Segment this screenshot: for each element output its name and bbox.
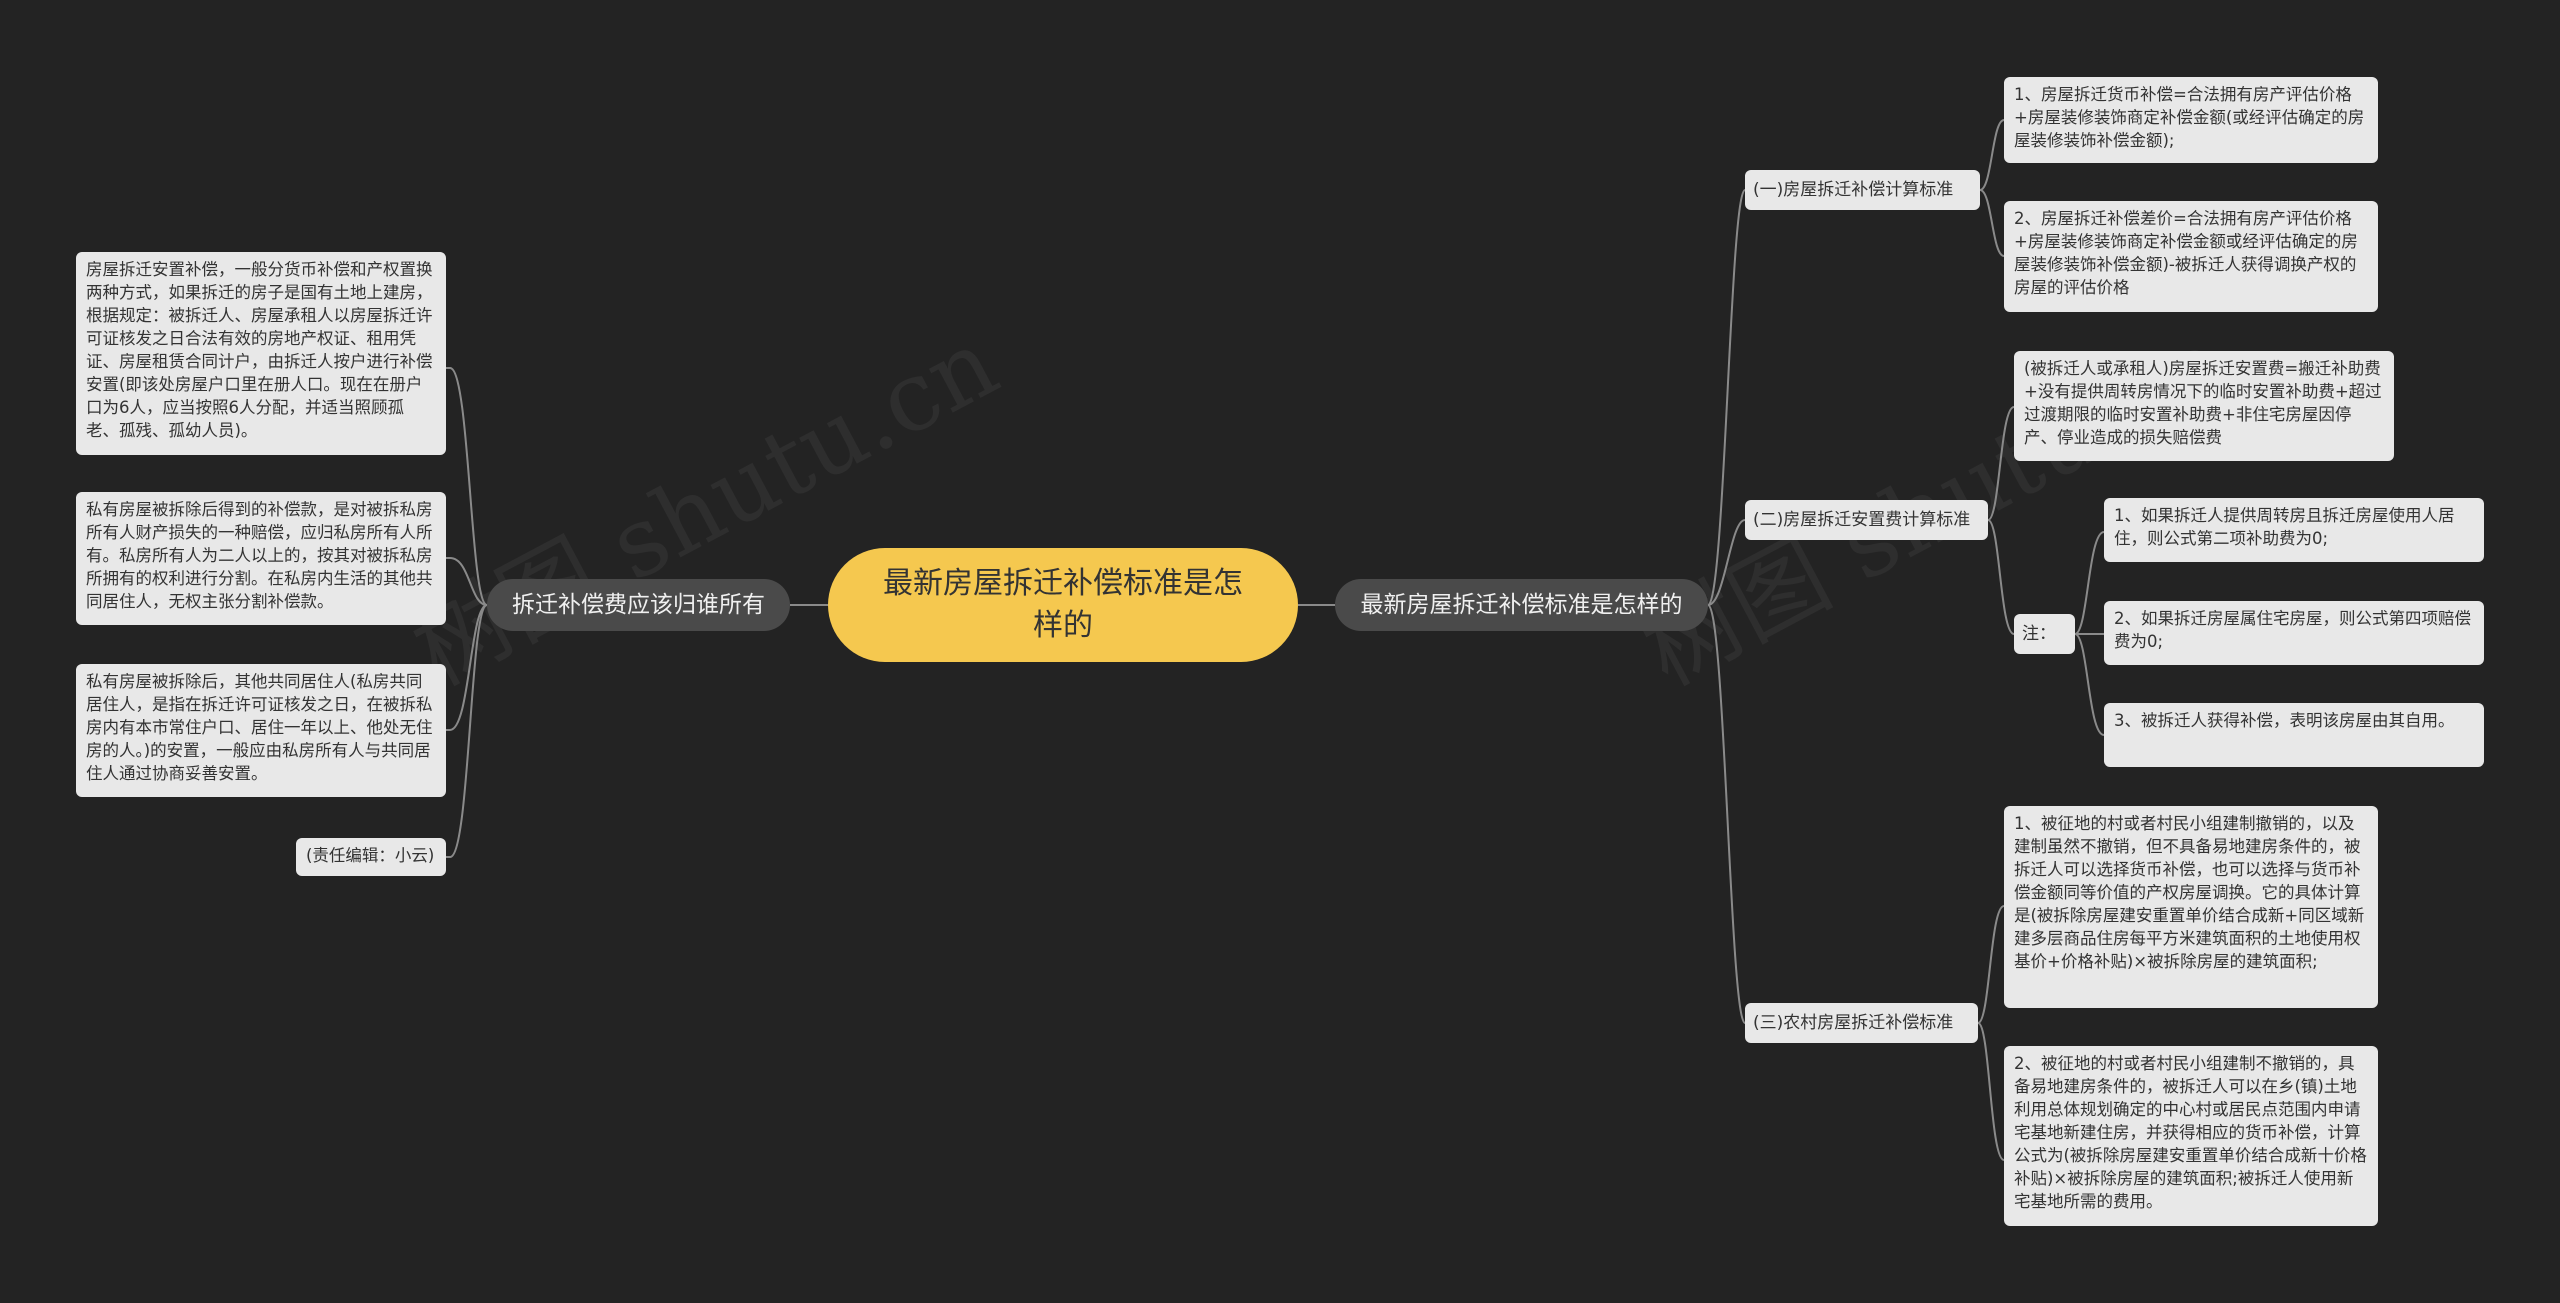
connector-note-items bbox=[2074, 531, 2105, 736]
section-2-note-3[interactable]: 3、被拆迁人获得补偿，表明该房屋由其自用。 bbox=[2104, 703, 2484, 767]
connector-section3-leaves bbox=[1977, 905, 2005, 1161]
root-title: 最新房屋拆迁补偿标准是怎样的 bbox=[883, 566, 1243, 643]
connector-left-leaves bbox=[445, 367, 488, 858]
branch-left-title: 拆迁补偿费应该归谁所有 bbox=[512, 592, 765, 618]
connector-section2-children bbox=[1987, 406, 2015, 635]
root-node[interactable]: 最新房屋拆迁补偿标准是怎样的 bbox=[828, 548, 1298, 662]
branch-right-title: 最新房屋拆迁补偿标准是怎样的 bbox=[1360, 592, 1683, 618]
section-2-note-1[interactable]: 1、如果拆迁人提供周转房且拆迁房屋使用人居住，则公式第二项补助费为0; bbox=[2104, 498, 2484, 562]
section-2-note-label[interactable]: 注： bbox=[2014, 614, 2075, 654]
left-leaf-3[interactable]: 私有房屋被拆除后，其他共同居住人(私房共同居住人，是指在拆迁许可证核发之日，在被… bbox=[76, 664, 446, 797]
section-1-leaf-2[interactable]: 2、房屋拆迁补偿差价=合法拥有房产评估价格+房屋装修装饰商定补偿金额或经评估确定… bbox=[2004, 201, 2378, 312]
connector-right-sections bbox=[1707, 189, 1746, 1024]
left-leaf-1[interactable]: 房屋拆迁安置补偿，一般分货币补偿和产权置换两种方式，如果拆迁的房子是国有土地上建… bbox=[76, 252, 446, 455]
section-1-label[interactable]: (一)房屋拆迁补偿计算标准 bbox=[1745, 170, 1980, 210]
section-2-label[interactable]: (二)房屋拆迁安置费计算标准 bbox=[1745, 500, 1988, 540]
section-2-note-2[interactable]: 2、如果拆迁房屋属住宅房屋，则公式第四项赔偿费为0; bbox=[2104, 601, 2484, 665]
left-leaf-4[interactable]: (责任编辑：小云) bbox=[296, 838, 446, 876]
section-1-leaf-1[interactable]: 1、房屋拆迁货币补偿=合法拥有房产评估价格+房屋装修装饰商定补偿金额(或经评估确… bbox=[2004, 77, 2378, 163]
section-3-leaf-1[interactable]: 1、被征地的村或者村民小组建制撤销的，以及建制虽然不撤销，但不具备易地建房条件的… bbox=[2004, 806, 2378, 1008]
branch-left[interactable]: 拆迁补偿费应该归谁所有 bbox=[487, 579, 790, 631]
left-leaf-2[interactable]: 私有房屋被拆除后得到的补偿款，是对被拆私房所有人财产损失的一种赔偿，应归私房所有… bbox=[76, 492, 446, 625]
connector-section1-leaves bbox=[1979, 119, 2005, 257]
section-3-label[interactable]: (三)农村房屋拆迁补偿标准 bbox=[1745, 1003, 1978, 1043]
branch-right[interactable]: 最新房屋拆迁补偿标准是怎样的 bbox=[1335, 579, 1708, 631]
section-2-formula[interactable]: (被拆迁人或承租人)房屋拆迁安置费=搬迁补助费+没有提供周转房情况下的临时安置补… bbox=[2014, 351, 2394, 461]
section-3-leaf-2[interactable]: 2、被征地的村或者村民小组建制不撤销的，具备易地建房条件的，被拆迁人可以在乡(镇… bbox=[2004, 1046, 2378, 1226]
